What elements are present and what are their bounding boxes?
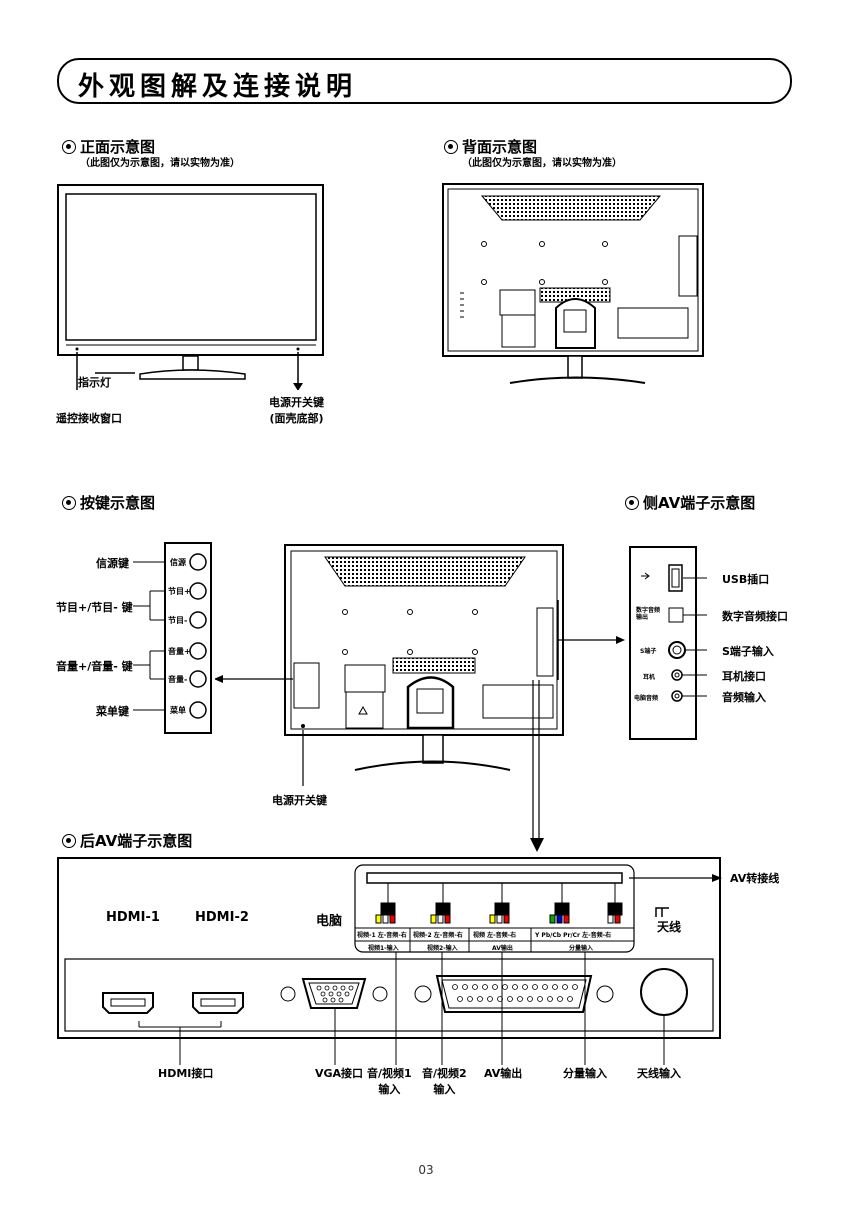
front-tv-illustration xyxy=(57,184,324,390)
headphone-label: 耳机接口 xyxy=(722,670,766,683)
page-number: 03 xyxy=(418,1163,434,1177)
hdmi-port-label: HDMI接口 xyxy=(158,1067,214,1080)
antenna-input-label: 天线输入 xyxy=(637,1067,681,1080)
cable-row1-2: 视频 左-音频-右 xyxy=(473,932,517,939)
volume-key-label: 音量+/音量- 键 xyxy=(56,660,133,673)
vga-port-label: VGA接口 xyxy=(315,1067,364,1080)
menu-key-label: 菜单键 xyxy=(96,705,129,718)
digital-audio-label: 数字音频接口 xyxy=(722,610,788,623)
back-heading: 背面示意图 xyxy=(444,136,537,157)
rear-av-heading: 后AV端子示意图 xyxy=(62,830,192,851)
rear-tv-illustration xyxy=(215,544,625,840)
remote-window-label: 遥控接收窗口 xyxy=(56,412,122,425)
side-av-heading: 侧AV端子示意图 xyxy=(625,492,755,513)
indicator-label: 指示灯 xyxy=(78,376,111,389)
side-av-panel-illustration xyxy=(629,546,707,740)
cable-row2-0: 视频1-输入 xyxy=(368,945,399,952)
front-heading: 正面示意图 xyxy=(62,136,155,157)
power-key-label: 电源开关键(面壳底部) xyxy=(269,396,324,425)
panel-vol-down: 音量- xyxy=(168,675,188,684)
front-note: （此图仅为示意图，请以实物为准） xyxy=(80,158,240,169)
back-note: （此图仅为示意图，请以实物为准） xyxy=(462,158,622,169)
cable-row1-3: Y Pb/Cb Pr/Cr 左-音频-右 xyxy=(535,932,612,939)
bullet-icon xyxy=(62,496,76,510)
panel-headphone: 耳机 xyxy=(643,674,656,681)
buttons-heading: 按键示意图 xyxy=(62,492,155,513)
key-panel-illustration xyxy=(133,542,212,734)
cable-row2-1: 视频2-输入 xyxy=(427,945,458,952)
bullet-icon xyxy=(62,140,76,154)
page-title: 外观图解及连接说明 xyxy=(78,72,358,102)
pc-label: 电脑 xyxy=(316,914,343,929)
usb-label: USB插口 xyxy=(722,573,770,586)
rear-power-key-label: 电源开关键 xyxy=(272,794,327,807)
down-arrow-icon xyxy=(530,838,544,852)
panel-pc-audio: 电脑音频 xyxy=(634,695,659,702)
program-key-label: 节目+/节目- 键 xyxy=(56,601,133,614)
cable-row2-3: 分量输入 xyxy=(569,945,594,952)
cable-row1-0: 视频-1 左-音频-右 xyxy=(357,932,407,939)
title-frame xyxy=(57,58,792,104)
bullet-icon xyxy=(62,834,76,848)
panel-s-video: S端子 xyxy=(640,648,657,655)
panel-prog-down: 节目- xyxy=(168,616,188,625)
panel-prog-up: 节目+ xyxy=(168,587,191,596)
bullet-icon xyxy=(625,496,639,510)
hdmi1-label: HDMI-1 xyxy=(106,910,160,925)
rear-av-panel-illustration xyxy=(57,857,722,1065)
bullet-icon xyxy=(444,140,458,154)
cable-row1-1: 视频-2 左-音频-右 xyxy=(413,932,463,939)
cable-row2-2: AV输出 xyxy=(492,945,513,952)
hdmi2-label: HDMI-2 xyxy=(195,910,249,925)
av-cable-label: AV转接线 xyxy=(730,872,780,885)
panel-vol-up: 音量+ xyxy=(168,647,191,656)
source-key-label: 信源键 xyxy=(96,557,129,570)
panel-digital-audio: 数字音频输出 xyxy=(636,607,661,621)
antenna-label: 天线 xyxy=(657,920,682,934)
component-input-label: 分量输入 xyxy=(563,1067,607,1080)
panel-menu: 菜单 xyxy=(170,706,186,715)
s-video-label: S端子输入 xyxy=(722,645,774,658)
back-tv-illustration xyxy=(442,183,704,384)
audio-in-label: 音频输入 xyxy=(722,691,766,704)
av-output-label: AV输出 xyxy=(484,1067,523,1080)
panel-source: 信源 xyxy=(170,558,186,567)
